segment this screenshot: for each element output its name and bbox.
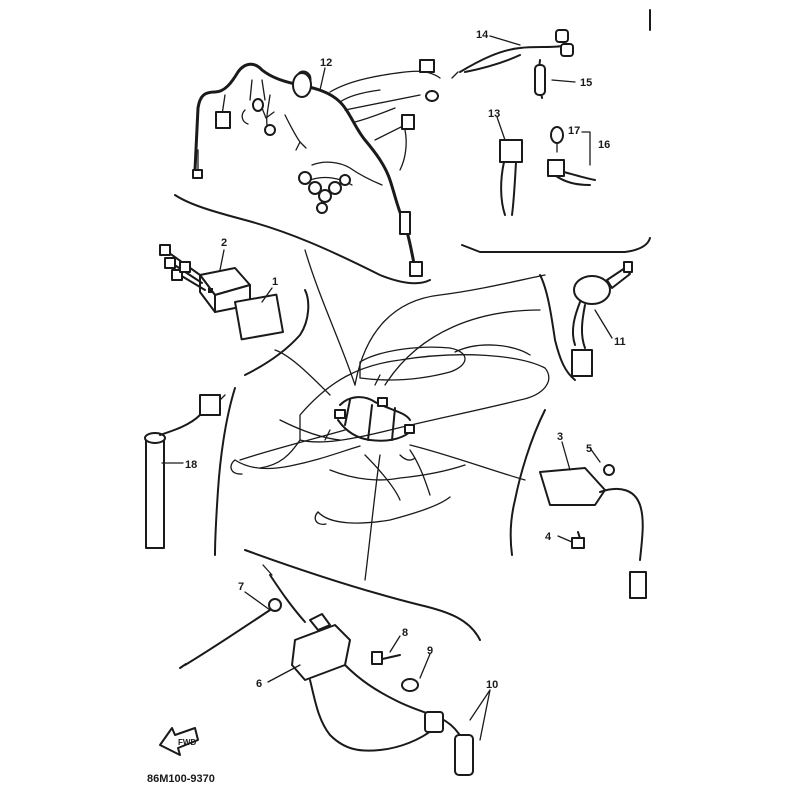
bulb-and-socket: [547, 126, 596, 186]
callout-leaders: [161, 35, 613, 741]
callout-2: 2: [221, 237, 227, 249]
part-code: 86M100-9370: [147, 773, 215, 785]
callout-9: 9: [427, 645, 433, 657]
callout-16: 16: [598, 139, 610, 151]
callout-15: 15: [580, 77, 592, 89]
callout-8: 8: [402, 627, 408, 639]
forward-direction-marker: FWD: [159, 727, 199, 756]
callout-17: 17: [568, 125, 580, 137]
callout-18: 18: [185, 459, 197, 471]
callout-6: 6: [256, 678, 262, 690]
callout-13: 13: [488, 108, 500, 120]
callout-11: 11: [614, 336, 626, 348]
relay-part: [499, 139, 523, 216]
central-harness-cluster: [324, 374, 416, 461]
ignition-coil-assembly: [179, 564, 474, 776]
snowmobile-outline: [230, 344, 550, 525]
callout-7: 7: [238, 581, 244, 593]
sensor-part: [144, 394, 226, 549]
callout-14: 14: [476, 29, 489, 41]
bulb-socket-harness: [451, 29, 574, 99]
callout-10: 10: [486, 679, 498, 691]
callout-4: 4: [545, 531, 552, 543]
ignition-switch: [571, 261, 633, 377]
callout-5: 5: [586, 443, 592, 455]
panel-borders: [174, 9, 651, 641]
relay-block: [159, 244, 284, 341]
connection-dividers: [239, 249, 546, 581]
callout-3: 3: [557, 431, 563, 443]
callout-1: 1: [272, 276, 278, 288]
callout-12: 12: [320, 57, 332, 69]
main-wiring-harness: [192, 59, 441, 277]
regulator-part: [539, 464, 647, 599]
fwd-label: FWD: [178, 738, 196, 747]
callout-labels: 12 14 15 13 17 16 2 1 11 18 3 5 4 7 6 8 …: [185, 29, 626, 691]
